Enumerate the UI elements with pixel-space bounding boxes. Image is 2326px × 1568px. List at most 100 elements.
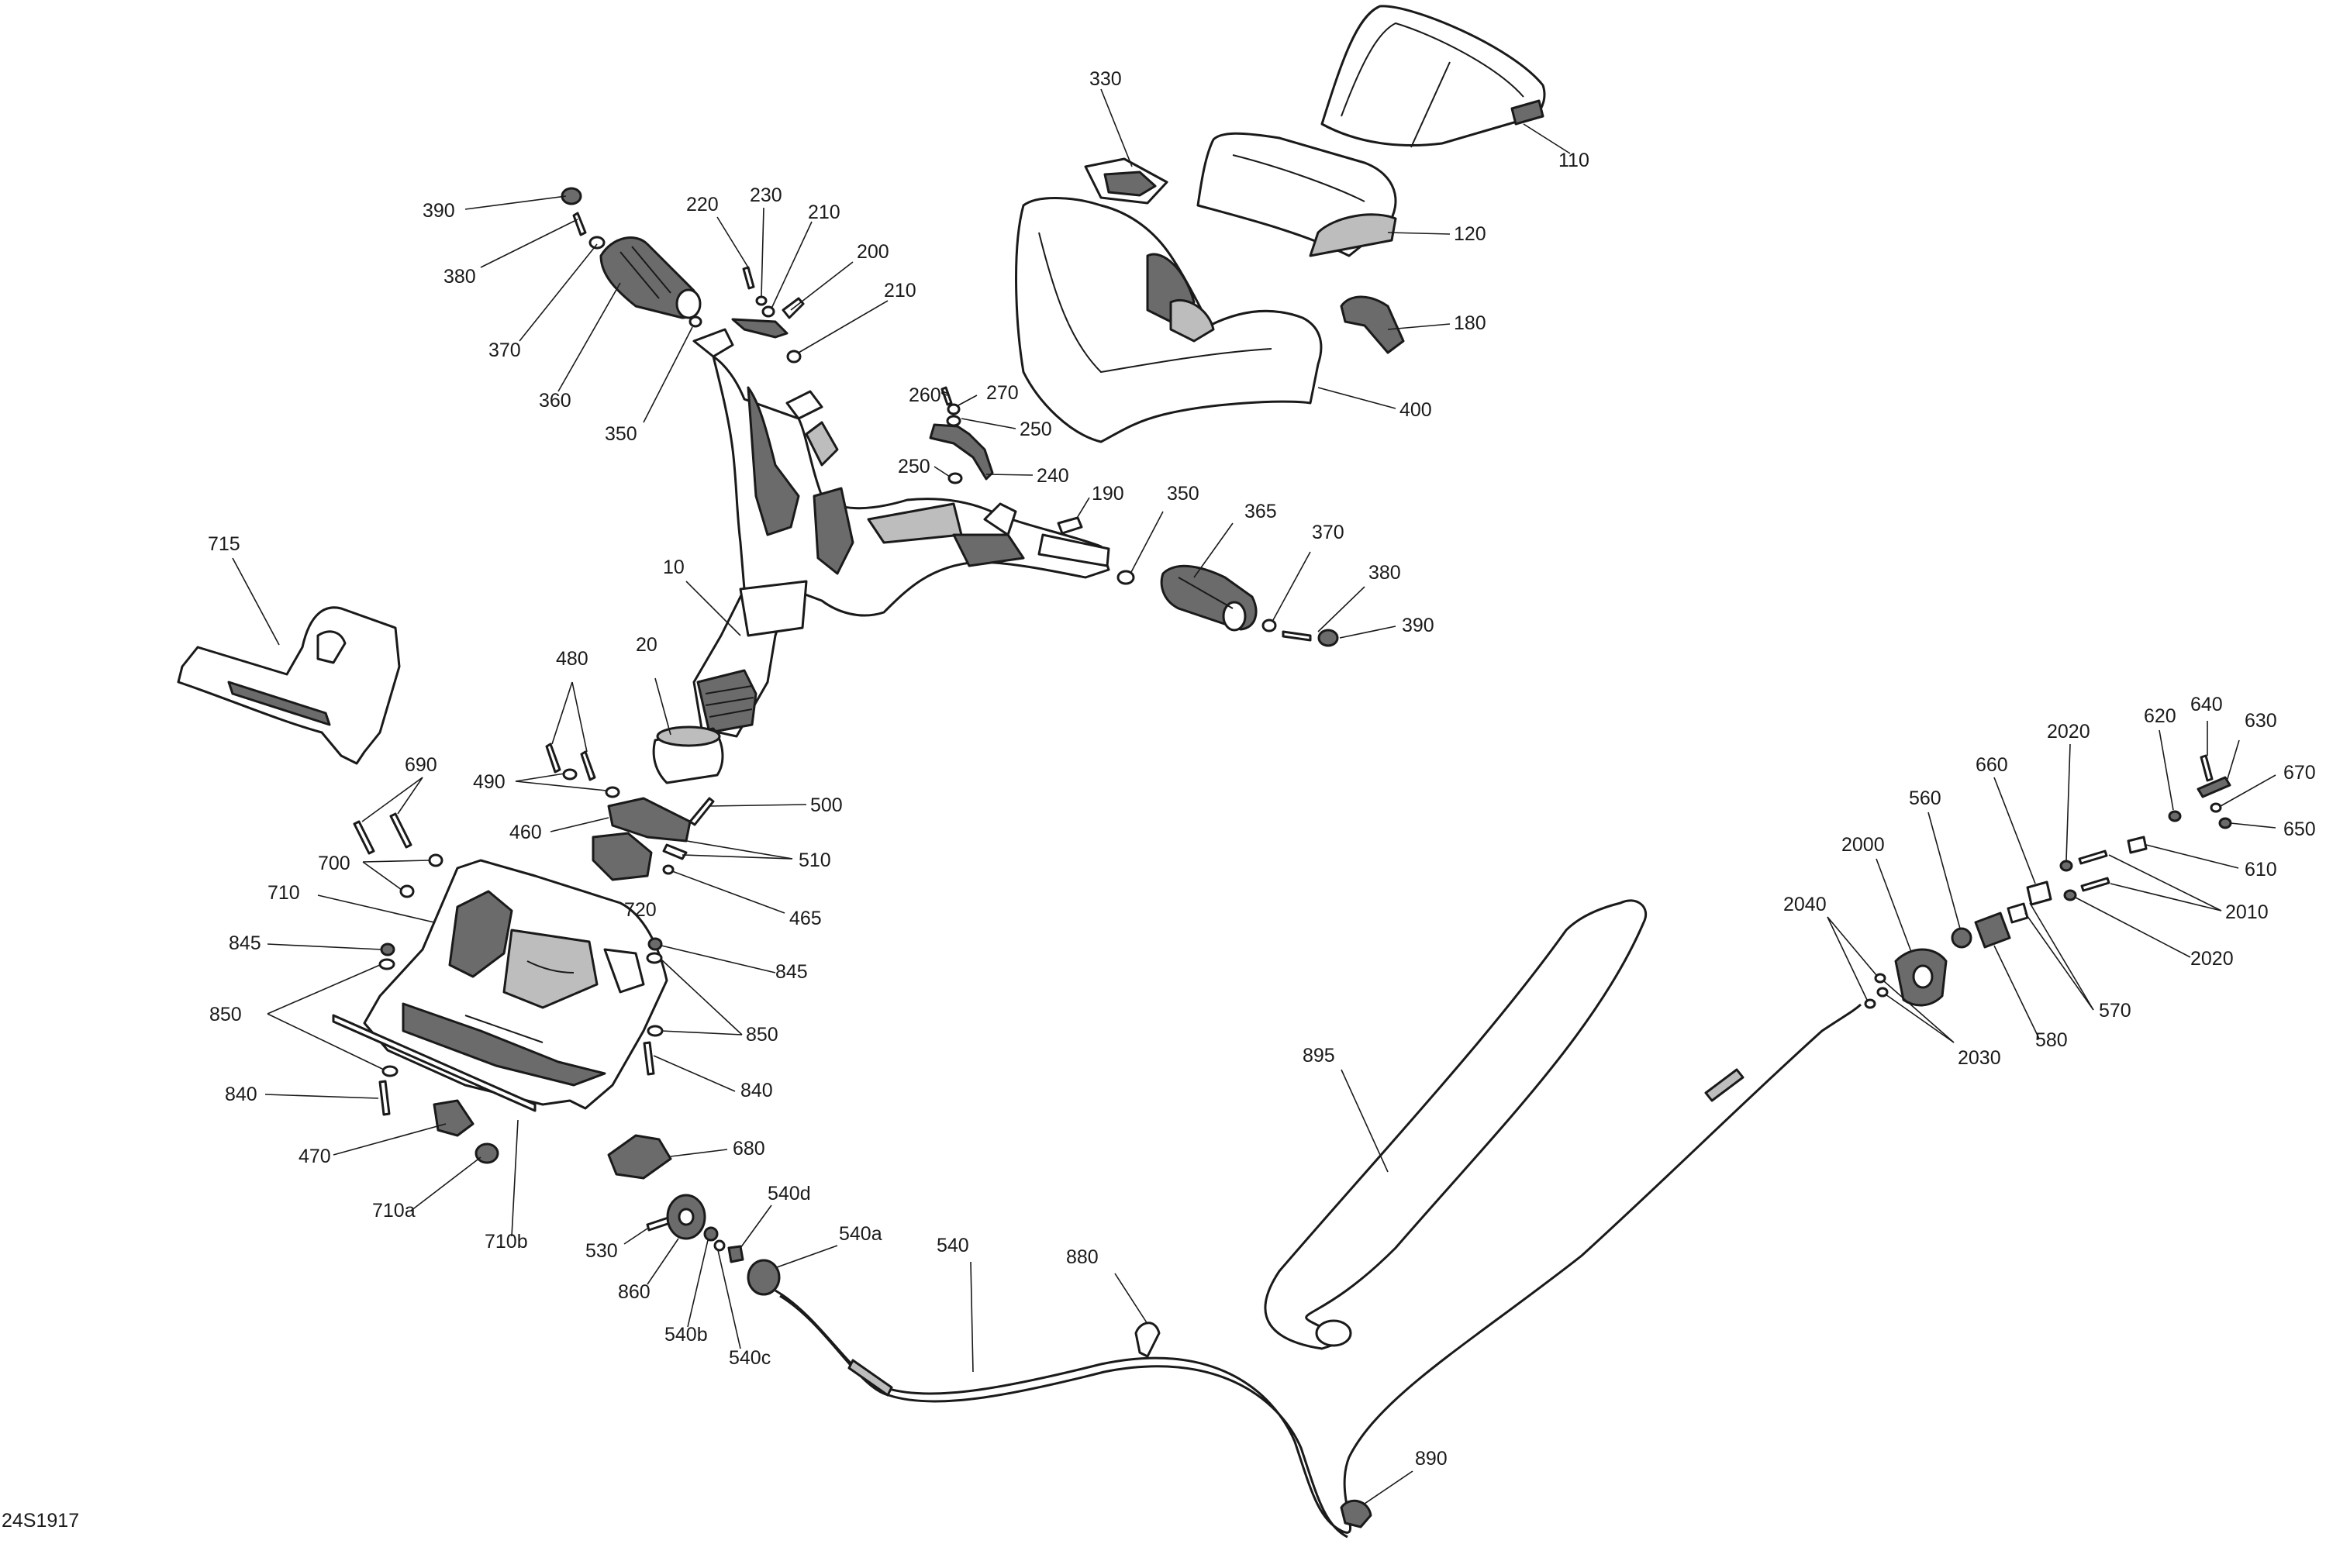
callout-470: 470 bbox=[299, 1146, 331, 1167]
callout-390-left: 390 bbox=[423, 200, 455, 222]
callout-250-a: 250 bbox=[1020, 419, 1052, 440]
part-890-clip bbox=[1340, 1499, 1372, 1528]
part-2040-washer-a bbox=[1874, 973, 1886, 984]
callout-700: 700 bbox=[318, 853, 350, 874]
part-10-steering-column bbox=[692, 328, 1110, 738]
callout-350-left: 350 bbox=[605, 423, 637, 445]
part-2010-bolt-b bbox=[2080, 877, 2110, 892]
part-330-bracket bbox=[1084, 157, 1168, 205]
leader-lines bbox=[232, 88, 2276, 1504]
callout-710b: 710b bbox=[485, 1231, 528, 1253]
callout-2000: 2000 bbox=[1841, 834, 1885, 856]
callout-220: 220 bbox=[686, 194, 719, 215]
callout-350-right: 350 bbox=[1167, 483, 1199, 505]
callout-20: 20 bbox=[636, 634, 657, 656]
part-700-washer-b bbox=[399, 884, 415, 898]
part-350-washer-left bbox=[688, 315, 702, 328]
part-720-block bbox=[592, 832, 653, 881]
part-690-bolt-a bbox=[353, 820, 375, 855]
callout-510: 510 bbox=[799, 849, 831, 871]
part-190-insert bbox=[1057, 516, 1083, 535]
callout-720: 720 bbox=[624, 899, 657, 921]
callout-2020-bottom: 2020 bbox=[2190, 948, 2234, 970]
callout-240: 240 bbox=[1037, 465, 1069, 487]
callout-840-left: 840 bbox=[225, 1084, 257, 1105]
part-560-ring bbox=[1951, 927, 1972, 949]
part-670-washer bbox=[2210, 802, 2222, 813]
callout-540b: 540b bbox=[664, 1324, 708, 1346]
part-540b-nut bbox=[703, 1226, 719, 1242]
part-350-washer-right bbox=[1116, 570, 1135, 585]
callout-540a: 540a bbox=[839, 1223, 882, 1245]
part-840-bolt-left bbox=[378, 1080, 391, 1116]
part-480-screw-b bbox=[580, 750, 596, 781]
callout-895: 895 bbox=[1303, 1045, 1335, 1067]
callout-180: 180 bbox=[1454, 312, 1486, 334]
callout-380-left: 380 bbox=[443, 266, 476, 288]
callout-210-a: 210 bbox=[808, 202, 840, 223]
callout-710: 710 bbox=[267, 882, 300, 904]
part-610-sleeve bbox=[2127, 836, 2148, 854]
callout-2020-top: 2020 bbox=[2047, 721, 2090, 743]
part-570-bushing-a bbox=[2007, 902, 2029, 924]
part-260-screw bbox=[940, 386, 953, 406]
callout-110: 110 bbox=[1558, 150, 1589, 171]
part-380-bolt-right bbox=[1282, 630, 1312, 642]
part-895-hose bbox=[1264, 899, 1648, 1350]
callout-2010: 2010 bbox=[2225, 901, 2269, 923]
callout-480: 480 bbox=[556, 648, 588, 670]
part-540-cable bbox=[775, 1003, 1862, 1539]
part-400-handlebar-cover bbox=[1015, 197, 1323, 443]
part-2020-washer-bottom bbox=[2063, 889, 2077, 901]
callout-460: 460 bbox=[509, 822, 542, 843]
part-700-washer-a bbox=[428, 853, 443, 867]
part-2020-washer-top bbox=[2059, 860, 2073, 872]
callout-650: 650 bbox=[2283, 818, 2316, 840]
callout-120: 120 bbox=[1454, 223, 1486, 245]
part-380-bolt-left bbox=[572, 212, 587, 236]
callout-465: 465 bbox=[789, 908, 822, 929]
part-2000-housing bbox=[1894, 948, 1948, 1007]
part-640-bolt bbox=[2200, 754, 2214, 782]
part-540a-cable-end bbox=[747, 1259, 781, 1296]
part-230-washer bbox=[755, 295, 768, 306]
callout-400: 400 bbox=[1399, 399, 1432, 421]
part-390-end-cap-right bbox=[1317, 629, 1339, 647]
callout-715: 715 bbox=[208, 533, 240, 555]
callout-680: 680 bbox=[733, 1138, 765, 1160]
callout-2040: 2040 bbox=[1783, 894, 1827, 915]
callout-360: 360 bbox=[539, 390, 571, 412]
callout-390-right: 390 bbox=[1402, 615, 1434, 636]
part-470-clip bbox=[433, 1099, 475, 1137]
callout-210-b: 210 bbox=[884, 280, 916, 302]
part-540d-fitting bbox=[727, 1245, 744, 1263]
callout-250-b: 250 bbox=[898, 456, 930, 477]
part-365-grip-right bbox=[1160, 564, 1258, 632]
part-860-pulley bbox=[666, 1194, 706, 1240]
part-840-bolt-right bbox=[643, 1041, 655, 1076]
callout-200: 200 bbox=[857, 241, 889, 263]
part-510-spring bbox=[662, 843, 688, 860]
part-220-screw bbox=[742, 266, 755, 290]
part-845-washer-right bbox=[647, 937, 663, 951]
callout-710a: 710a bbox=[372, 1200, 416, 1222]
part-650-nut bbox=[2218, 817, 2232, 829]
part-540c-washer bbox=[713, 1239, 726, 1252]
part-360-grip-left bbox=[599, 236, 702, 319]
part-120-console-panel bbox=[1196, 132, 1397, 257]
part-270-washer bbox=[947, 403, 961, 415]
callout-365: 365 bbox=[1244, 501, 1277, 522]
part-500-bolt bbox=[688, 797, 715, 826]
part-210-washer-a bbox=[761, 305, 775, 318]
callout-370-left: 370 bbox=[488, 339, 521, 361]
callout-670: 670 bbox=[2283, 762, 2316, 784]
part-850-washer-left-b bbox=[381, 1065, 399, 1077]
part-680-bracket bbox=[607, 1134, 672, 1180]
callout-270: 270 bbox=[986, 382, 1019, 404]
callout-570: 570 bbox=[2099, 1000, 2131, 1022]
part-715-bracket bbox=[177, 606, 401, 765]
part-620-washer bbox=[2168, 810, 2182, 822]
callout-530: 530 bbox=[585, 1240, 618, 1262]
part-850-washer-right-a bbox=[646, 952, 663, 964]
